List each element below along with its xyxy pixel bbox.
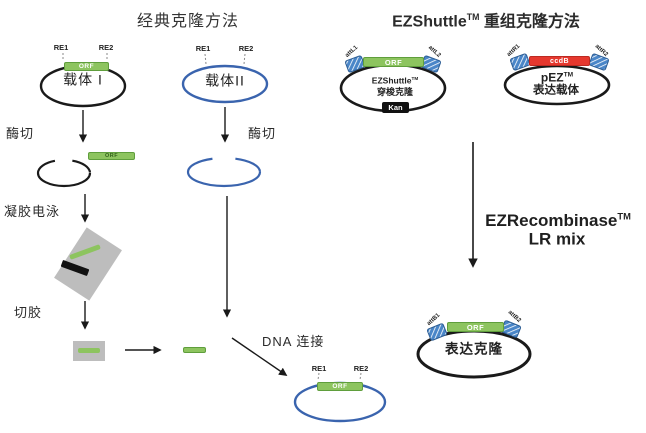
dna-ligation-label: DNA 连接 [262, 334, 325, 349]
recombinase-name: EZRecombinase [485, 210, 618, 230]
recombinase-label: EZRecombinaseTM [485, 211, 631, 230]
attr1-site-box [510, 53, 530, 71]
vector2-name: 载体II [205, 72, 245, 89]
shuttle-subtitle: 穿梭克隆 [376, 87, 414, 98]
kan-marker-box: Kan [382, 102, 409, 113]
ez-method-title: EZShuttleTM 重组克隆方法 [392, 12, 580, 31]
recombinase-tm: TM [617, 211, 631, 222]
lr-mix-label: LR mix [528, 229, 586, 249]
product-re1-tick [317, 372, 320, 381]
expression-orf-label: ORF [466, 322, 485, 332]
classic-method-title: 经典克隆方法 [136, 13, 240, 30]
attl1-site-box [345, 55, 365, 73]
vector2-plasmid-circle [181, 64, 269, 104]
arrow-ligation [231, 337, 288, 376]
orf-fragment-label: ORF [104, 153, 119, 159]
pez-name-text: pEZ [540, 70, 564, 85]
shuttle-name-tm: TM [411, 75, 419, 81]
attr2-site-box [589, 53, 609, 71]
vector1-name: 载体 I [63, 71, 103, 88]
gel-black-band [60, 260, 90, 276]
pez-name-tm: TM [563, 71, 574, 79]
vector1-re1-label: RE1 [53, 43, 69, 52]
ez-title-rest: 重组克隆方法 [479, 13, 580, 31]
product-orf-bar: ORF [317, 382, 363, 391]
vector1-orf-label: ORF [78, 63, 95, 70]
purified-orf-fragment [183, 347, 206, 353]
vector1-re2-label: RE2 [98, 43, 114, 52]
vector1-orf-bar: ORF [64, 62, 109, 71]
vector2-re1-label: RE1 [195, 44, 211, 53]
product-orf-label: ORF [332, 383, 348, 390]
product-re2-tick [359, 372, 362, 381]
expression-clone-name: 表达克隆 [445, 341, 503, 357]
expression-orf-bar: ORF [447, 322, 504, 332]
kan-label: Kan [388, 103, 403, 112]
digest-step-label-right: 酶切 [248, 126, 277, 141]
gel-electrophoresis-label: 凝胶电泳 [4, 204, 61, 219]
vector2-re2-label: RE2 [238, 44, 254, 53]
gel-slice-band [78, 348, 100, 353]
gel-slab [54, 227, 122, 301]
cut-gel-label: 切胶 [14, 305, 43, 320]
ccdb-bar: ccdB [529, 56, 590, 66]
shuttle-name-text: EZShuttle [371, 75, 412, 86]
cut-vector1-open-circle [36, 158, 92, 188]
vector2-re1-tick [204, 53, 207, 65]
ez-title-brand: EZShuttle [392, 13, 467, 31]
attb1-site-box [426, 323, 448, 341]
orf-fragment: ORF [88, 152, 135, 160]
shuttle-orf-bar: ORF [363, 57, 424, 67]
pez-subtitle: 表达载体 [533, 84, 579, 97]
gel-green-band [69, 244, 101, 260]
pez-plasmid-circle [503, 64, 611, 106]
ez-title-tm: TM [466, 12, 480, 22]
shuttle-orf-label: ORF [384, 57, 403, 67]
pez-name: pEZTM [541, 71, 573, 84]
product-re1-label: RE1 [311, 364, 327, 373]
shuttle-name: EZShuttleTM [372, 76, 418, 86]
product-re2-label: RE2 [353, 364, 369, 373]
cut-vector2-open-circle [186, 156, 262, 188]
vector2-re2-tick [243, 53, 246, 65]
digest-step-label-left: 酶切 [6, 126, 35, 141]
ccdb-label: ccdB [549, 57, 570, 65]
